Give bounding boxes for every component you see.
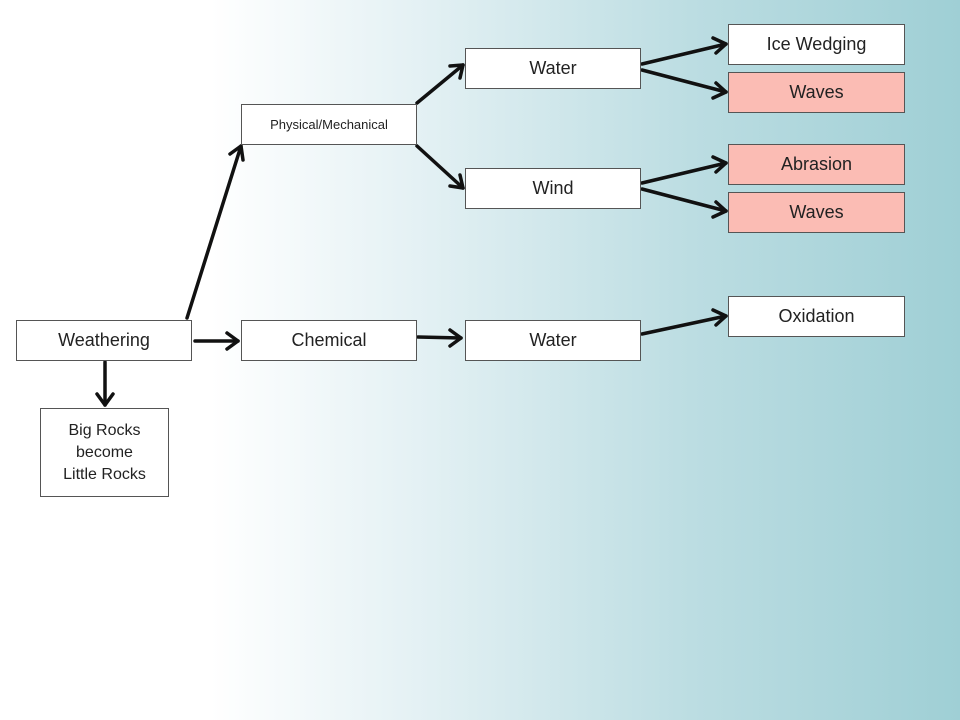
- waves-water-box: Waves: [728, 72, 905, 113]
- arrow-wind-to-abrasion: [640, 155, 728, 185]
- water-chemical-label: Water: [529, 330, 577, 350]
- waves-wind-box: Waves: [728, 192, 905, 233]
- big-rocks-line-3: Little Rocks: [63, 465, 146, 483]
- weathering-label: Weathering: [58, 330, 150, 350]
- oxidation-label: Oxidation: [778, 306, 855, 326]
- water-chemical-box: Water: [465, 320, 641, 361]
- waves-wind-label: Waves: [789, 202, 844, 222]
- arrow-physical-to-wind: [415, 144, 465, 190]
- oxidation-box: Oxidation: [728, 296, 905, 337]
- arrow-weathering-to-big-rocks: [95, 360, 115, 407]
- abrasion-box: Abrasion: [728, 144, 905, 185]
- wind-label: Wind: [532, 178, 574, 198]
- abrasion-label: Abrasion: [780, 154, 853, 174]
- water-physical-label: Water: [529, 58, 577, 78]
- chemical-box: Chemical: [241, 320, 417, 361]
- arrow-physical-to-water: [415, 63, 465, 105]
- water-physical-box: Water: [465, 48, 641, 89]
- ice-wedging-box: Ice Wedging: [728, 24, 905, 65]
- arrow-water-to-waves: [640, 68, 728, 100]
- wind-box: Wind: [465, 168, 641, 209]
- big-rocks-line-2: become: [76, 443, 133, 461]
- physical-mechanical-box: Physical/Mechanical: [241, 104, 417, 145]
- arrow-water-to-oxidation: [640, 308, 728, 336]
- arrow-weathering-to-chemical: [193, 331, 240, 351]
- ice-wedging-label: Ice Wedging: [766, 34, 867, 54]
- arrow-wind-to-waves: [640, 187, 728, 219]
- waves-water-label: Waves: [789, 82, 844, 102]
- physical-mechanical-label: Physical/Mechanical: [270, 117, 388, 132]
- weathering-box: Weathering: [16, 320, 192, 361]
- big-rocks-line-1: Big Rocks: [68, 421, 141, 439]
- chemical-label: Chemical: [291, 330, 367, 350]
- arrow-water-to-ice-wedging: [640, 36, 728, 66]
- arrow-weathering-to-physical: [185, 144, 245, 320]
- big-rocks-box: Big Rocks become Little Rocks: [40, 408, 169, 497]
- arrow-chemical-to-water: [416, 328, 463, 348]
